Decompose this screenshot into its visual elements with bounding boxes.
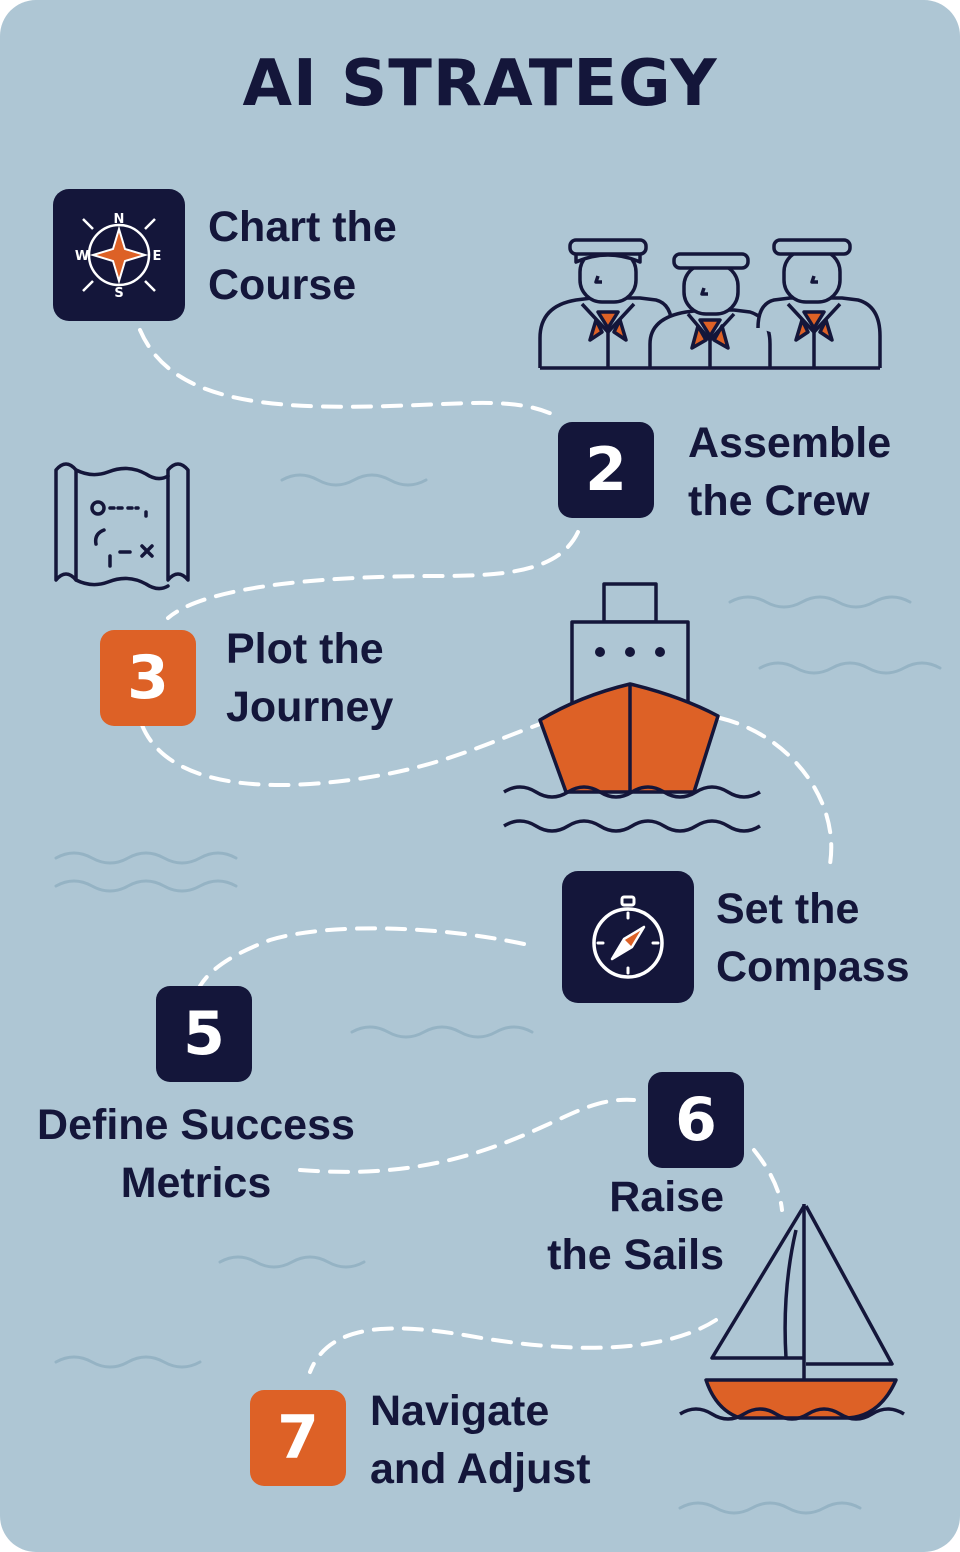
step-6-badge: 6: [648, 1072, 744, 1168]
step-5-line-1: Define Success: [37, 1101, 355, 1149]
step-4-line-2: Compass: [716, 943, 910, 991]
step-4-label: Set the Compass: [716, 880, 910, 996]
dashed-route: [138, 328, 834, 1374]
step-2-line-2: the Crew: [688, 477, 870, 525]
step-2-label: Assemble the Crew: [688, 414, 891, 530]
step-3-badge: 3: [100, 630, 196, 726]
step-4-line-1: Set the: [716, 885, 860, 933]
step-7-line-2: and Adjust: [370, 1445, 591, 1493]
compass-letter-n: N: [114, 212, 125, 227]
compass-rose-icon: N E S W: [75, 212, 162, 301]
step-1-line-2: Course: [208, 261, 357, 309]
step-3-label: Plot the Journey: [226, 620, 393, 736]
page-title: AI STRATEGY: [242, 47, 718, 121]
compass-letter-e: E: [153, 249, 162, 264]
compass-letter-w: W: [75, 249, 89, 264]
step-6-line-1: Raise: [609, 1173, 724, 1221]
step-5-label: Define Success Metrics: [30, 1096, 362, 1212]
sailboat-icon: [679, 1204, 905, 1421]
compass-badge: [562, 871, 694, 1003]
compass-icon: [592, 895, 664, 979]
step-7-label: Navigate and Adjust: [370, 1382, 591, 1498]
step-7-badge: 7: [250, 1390, 346, 1486]
compass-rose-badge: N E S W: [53, 189, 185, 321]
step-6-line-2: the Sails: [547, 1231, 724, 1279]
step-5-line-2: Metrics: [120, 1159, 272, 1207]
step-6-label: Raise the Sails: [534, 1168, 724, 1284]
treasure-map-icon: [54, 462, 190, 591]
step-7-line-1: Navigate: [370, 1387, 550, 1435]
decorative-waves: [54, 473, 942, 1515]
step-1-line-1: Chart the: [208, 203, 397, 251]
step-3-line-2: Journey: [226, 683, 394, 731]
ship-icon: [503, 582, 761, 833]
step-2-line-1: Assemble: [688, 419, 892, 467]
step-1-label: Chart the Course: [208, 198, 397, 314]
sailors-crew-icon: [538, 238, 882, 370]
step-2-badge: 2: [558, 422, 654, 518]
step-5-badge: 5: [156, 986, 252, 1082]
step-3-line-1: Plot the: [226, 625, 384, 673]
compass-letter-s: S: [114, 286, 123, 301]
